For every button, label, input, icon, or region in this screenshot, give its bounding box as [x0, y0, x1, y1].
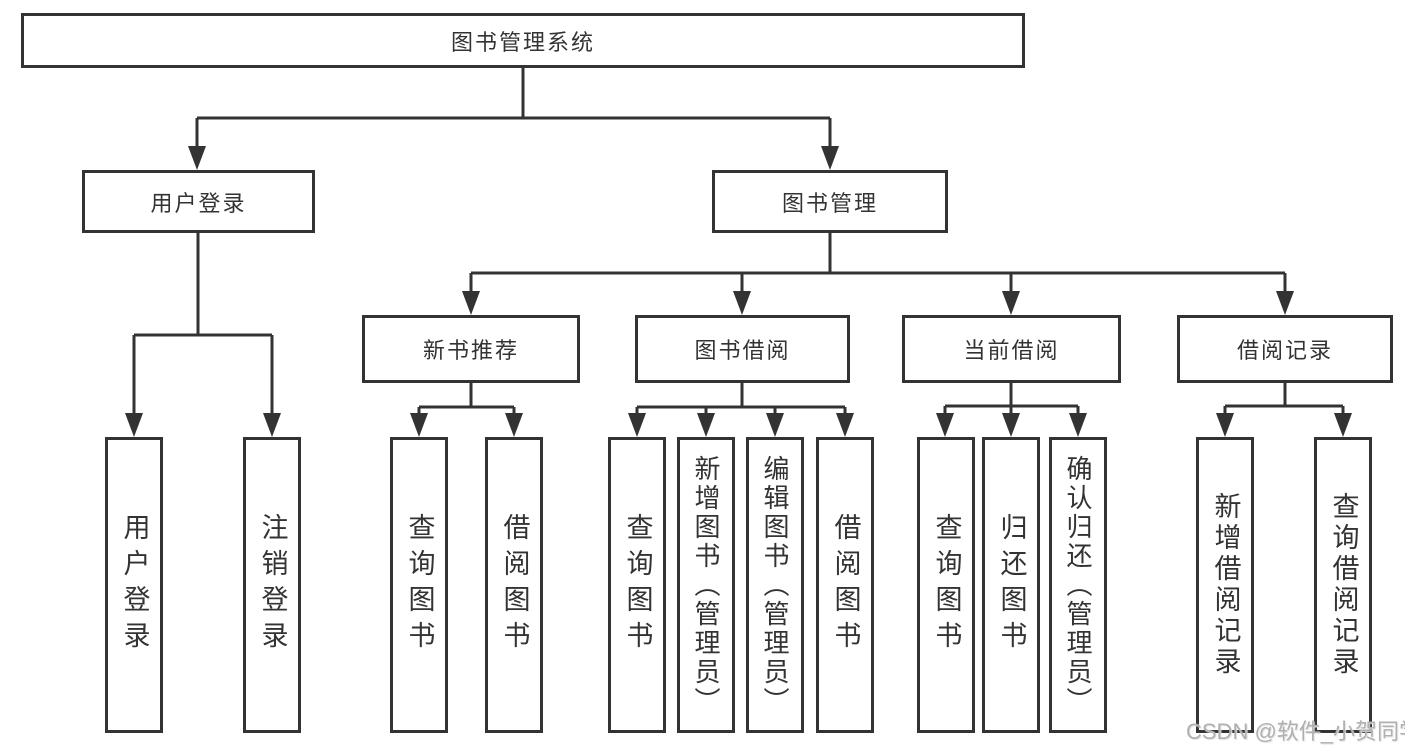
- leaf-add-borrow-record: 新增借阅记录: [1196, 437, 1254, 733]
- node-user-login: 用户登录: [82, 170, 315, 233]
- leaf-edit-book-admin-label: 编辑图书（管理员）: [760, 454, 790, 716]
- leaf-query-borrow-record-label: 查询借阅记录: [1328, 492, 1359, 678]
- connector-borrow-records: [1223, 383, 1345, 414]
- node-current-borrow-label: 当前借阅: [963, 338, 1060, 363]
- connector-current-borrow: [943, 383, 1080, 414]
- leaf-query-books-recommend-label: 查询图书: [404, 513, 435, 657]
- leaf-return-book: 归还图书: [982, 437, 1040, 733]
- connector-book-borrow: [635, 383, 847, 414]
- leaf-query-borrow-record: 查询借阅记录: [1314, 437, 1372, 733]
- node-current-borrow: 当前借阅: [902, 315, 1121, 383]
- leaf-query-books-borrow-label: 查询图书: [622, 513, 653, 657]
- leaf-query-books-current: 查询图书: [917, 437, 975, 733]
- leaf-query-books-current-label: 查询图书: [931, 513, 962, 657]
- leaf-user-login-label: 用户登录: [119, 513, 150, 657]
- node-book-borrow-label: 图书借阅: [694, 338, 791, 363]
- leaf-logout: 注销登录: [243, 437, 301, 733]
- leaf-return-book-label: 归还图书: [996, 513, 1027, 657]
- node-book-management-label: 图书管理: [781, 190, 878, 216]
- node-user-login-label: 用户登录: [150, 190, 247, 216]
- leaf-borrow-books-borrow: 借阅图书: [816, 437, 874, 733]
- leaf-edit-book-admin: 编辑图书（管理员）: [746, 437, 804, 733]
- leaf-borrow-books-borrow-label: 借阅图书: [830, 513, 861, 657]
- csdn-watermark: CSDN @软件_小贺同学: [1186, 719, 1405, 744]
- node-root-label: 图书管理系统: [450, 29, 595, 55]
- node-new-book-recommend-label: 新书推荐: [422, 338, 519, 363]
- connector-user-login: [132, 233, 274, 414]
- arrowheads: [125, 146, 1352, 437]
- leaf-borrow-books-recommend: 借阅图书: [485, 437, 543, 733]
- node-root: 图书管理系统: [21, 13, 1025, 68]
- leaf-user-login: 用户登录: [105, 437, 163, 733]
- leaf-query-books-recommend: 查询图书: [390, 437, 448, 733]
- connector-root: [195, 68, 832, 147]
- connector-new-book-recommend: [417, 383, 516, 414]
- leaf-confirm-return-admin: 确认归还（管理员）: [1049, 437, 1107, 733]
- leaf-borrow-books-recommend-label: 借阅图书: [499, 513, 530, 657]
- leaf-add-book-admin: 新增图书（管理员）: [677, 437, 735, 733]
- connector-book-management: [469, 233, 1287, 292]
- leaf-add-borrow-record-label: 新增借阅记录: [1210, 492, 1241, 678]
- leaf-add-book-admin-label: 新增图书（管理员）: [691, 454, 721, 716]
- node-book-management: 图书管理: [712, 170, 948, 233]
- node-new-book-recommend: 新书推荐: [362, 315, 580, 383]
- leaf-logout-label: 注销登录: [257, 513, 288, 657]
- leaf-query-books-borrow: 查询图书: [608, 437, 666, 733]
- node-book-borrow: 图书借阅: [635, 315, 850, 383]
- node-borrow-records-label: 借阅记录: [1236, 338, 1333, 363]
- node-borrow-records: 借阅记录: [1177, 315, 1393, 383]
- leaf-confirm-return-admin-label: 确认归还（管理员）: [1063, 454, 1093, 716]
